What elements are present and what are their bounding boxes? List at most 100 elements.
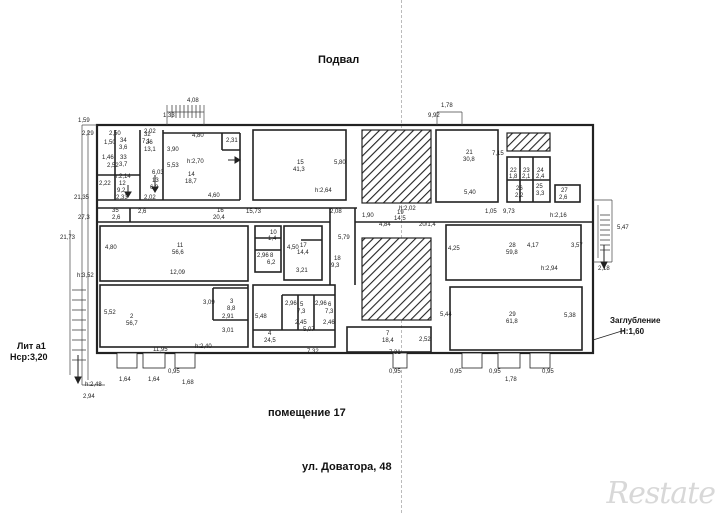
room-number: 14: [188, 172, 195, 178]
dimension-label: 3,90: [167, 147, 179, 153]
room-area: 6,3: [150, 185, 159, 191]
dimension-label: 4,84: [379, 222, 391, 228]
room-area: 3,7: [119, 162, 128, 168]
dimension-label: 2,52: [107, 163, 119, 169]
hatched-area-top: [361, 129, 432, 204]
dimension-label: 2,31: [226, 138, 238, 144]
watermark: Restate: [606, 476, 716, 511]
room-number: 7: [386, 331, 390, 337]
dimension-label: 1,05: [485, 209, 497, 215]
dimension-label: h:2,70: [187, 159, 204, 165]
dimension-label: 2,33: [116, 195, 128, 201]
dimension-label: 1,59: [78, 118, 90, 124]
dimension-label: 2,91: [222, 314, 234, 320]
hatched-area-bottom: [361, 237, 432, 321]
dimension-label: h:3,52: [77, 273, 94, 279]
dimension-label: 1,78: [441, 103, 453, 109]
dimension-label: h:2,94: [541, 266, 558, 272]
dimension-label: 7,15: [492, 151, 504, 157]
dimension-label: h:2,48: [85, 382, 102, 388]
lit-height: Нср:3,20: [10, 352, 48, 362]
dimension-label: 3,01: [222, 328, 234, 334]
dimension-label: 11,95: [153, 347, 168, 353]
dimension-label: 5,53: [167, 163, 179, 169]
dimension-label: 0,95: [489, 369, 501, 375]
room-area: 14,5: [394, 216, 406, 222]
dimension-label: 27,3: [78, 215, 90, 221]
room-area: 2,2: [515, 193, 524, 199]
room-number: 10: [270, 230, 277, 236]
room-number: 22: [510, 168, 517, 174]
hatched-area-service: [506, 132, 551, 152]
outer-wall: [95, 123, 595, 355]
dimension-label: 4,80: [192, 133, 204, 139]
dimension-label: 1,64: [119, 377, 131, 383]
dimension-label: 2,02: [144, 129, 156, 135]
room-area: 2,4: [536, 174, 545, 180]
dimension-label: 4,17: [527, 243, 539, 249]
room-area: 18,7: [185, 179, 197, 185]
dimension-label: 9,92: [428, 113, 440, 119]
dimension-label: 21,73: [60, 235, 76, 241]
room-area: 56,7: [126, 321, 138, 327]
dimension-label: 7,32: [307, 349, 319, 355]
room-area: 3,6: [119, 145, 128, 151]
room-area: 2,6: [112, 215, 121, 221]
dimension-label: 2,50: [109, 131, 121, 137]
room-number: 26: [516, 186, 523, 192]
dimension-label: 20/1,4: [419, 222, 436, 228]
dimension-label: 1,90: [362, 213, 374, 219]
room-area: 18,4: [382, 338, 394, 344]
dimension-label: 2,46: [323, 320, 335, 326]
room-number: 2: [130, 314, 134, 320]
dimension-label: 1,68: [182, 380, 194, 386]
dimension-label: 6,03: [152, 170, 164, 176]
room-number: 8: [270, 253, 274, 259]
room-number: 13: [152, 178, 159, 184]
dimension-label: h:2,16: [550, 213, 567, 219]
dimension-label: 1,78: [505, 377, 517, 383]
room-number: 24: [537, 168, 544, 174]
dimension-label: 2,02: [144, 195, 156, 201]
room-area: 9,2: [117, 188, 126, 194]
room-number: 16: [217, 208, 224, 214]
dimension-label: 21,35: [74, 195, 90, 201]
room-area: 56,6: [172, 250, 184, 256]
dimension-label: 0,95: [542, 369, 554, 375]
room-number: 3: [230, 299, 234, 305]
dimension-label: 3,09: [203, 300, 215, 306]
room-area: 59,8: [506, 250, 518, 256]
dimension-label: h:2,40: [195, 344, 212, 350]
dimension-label: h:2,14: [114, 174, 131, 180]
dimension-label: 5,52: [104, 310, 116, 316]
address-caption: ул. Доватора, 48: [302, 461, 392, 473]
room-number: 4: [268, 331, 272, 337]
dimension-label: 9,73: [503, 209, 515, 215]
room-area: 14,4: [297, 250, 309, 256]
dimension-label: h:2,02: [399, 206, 416, 212]
room-area: 61,8: [506, 319, 518, 325]
dimension-label: 5,38: [564, 313, 576, 319]
room-area: 20,4: [213, 215, 225, 221]
dimension-label: 3,57: [571, 243, 583, 249]
dimension-label: 15,73: [246, 209, 262, 215]
dimension-label: 4,80: [105, 245, 117, 251]
room-area: 1,4: [268, 236, 277, 242]
depth-label: Заглубление: [610, 316, 661, 325]
dimension-label: 12,09: [170, 270, 186, 276]
dimension-label: 4,25: [448, 246, 460, 252]
lit-label: Лит а1: [17, 341, 46, 351]
dimension-label: 3,21: [296, 268, 308, 274]
dimension-label: 1,64: [148, 377, 160, 383]
room-number: 35: [112, 208, 119, 214]
dimension-label: 5,07: [303, 327, 315, 333]
dimension-label: 2,6: [138, 209, 147, 215]
room-number: 34: [120, 138, 127, 144]
room-number: 32: [144, 132, 151, 138]
dimension-label: 5,80: [334, 160, 346, 166]
room-number: 19: [397, 210, 404, 216]
dimension-label: 4,50: [287, 245, 299, 251]
dimension-label: 5,44: [440, 312, 452, 318]
